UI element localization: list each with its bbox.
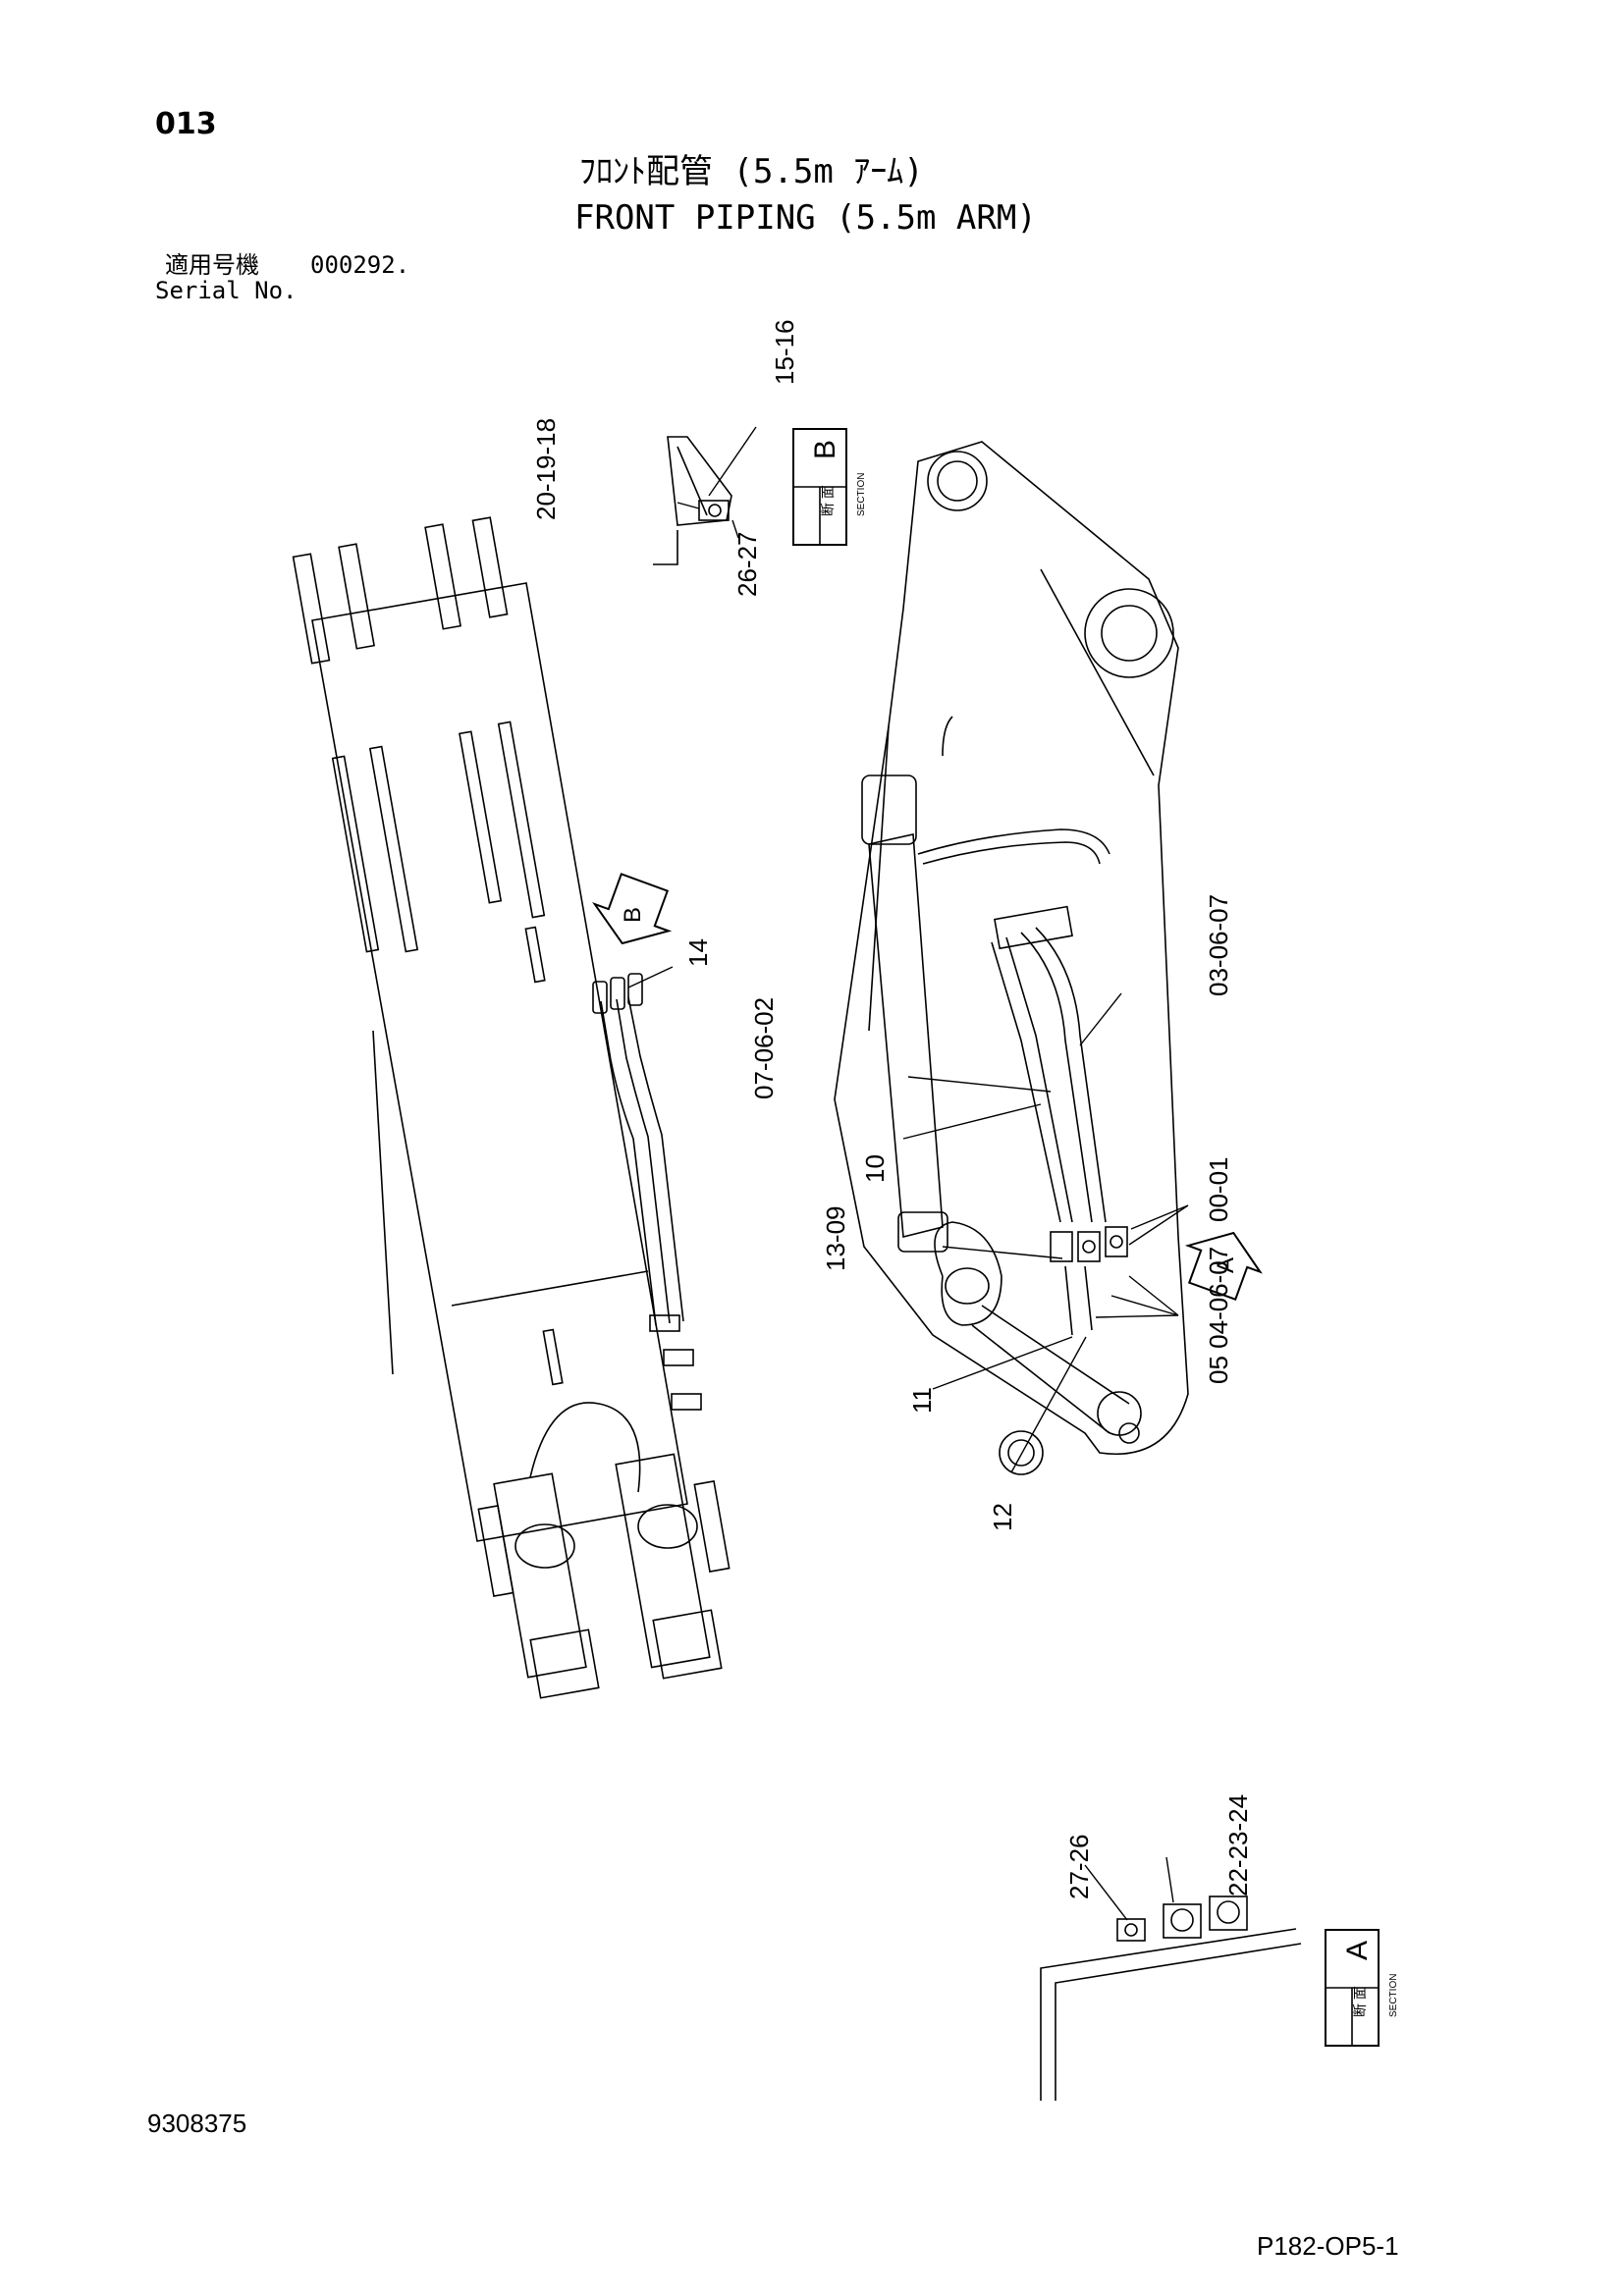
callout-22-23-24: 22-23-24 [1223, 1794, 1253, 1896]
callout-00-01: 00-01 [1204, 1157, 1233, 1223]
callout-13-09: 13-09 [821, 1206, 850, 1272]
serial-label-english: Serial No. [155, 277, 298, 304]
arm-top-lugs [292, 516, 509, 665]
view-arrow-a-letter: A [1213, 1257, 1239, 1273]
title-english: FRONT PIPING (5.5m ARM) [574, 198, 1037, 238]
page-number: 013 [155, 107, 217, 141]
page-code: P182-OP5-1 [1257, 2231, 1399, 2261]
callout-26-27: 26-27 [732, 532, 762, 598]
section-a-en: SECTION [1388, 1974, 1399, 2017]
leader-lines [627, 426, 1189, 1921]
title-japanese: ﾌﾛﾝﾄ配管 (5.5m ｱｰﾑ) [579, 152, 924, 191]
callout-14: 14 [683, 938, 713, 967]
view-arrow-a [1184, 1231, 1263, 1302]
view-arrow-b [592, 873, 673, 945]
arm-hydraulic-lines [592, 973, 702, 1411]
callout-12: 12 [988, 1503, 1017, 1531]
serial-value: 000292. [310, 251, 410, 279]
callout-20-19-18: 20-19-18 [531, 418, 561, 520]
arm-structure [292, 516, 731, 1699]
callout-15-16: 15-16 [770, 320, 799, 386]
callout-11: 11 [907, 1387, 937, 1414]
section-b-detail [653, 436, 732, 565]
section-a-letter: A [1341, 1941, 1374, 1960]
arm-bucket-clevis [477, 1402, 731, 1699]
section-b-tag [792, 428, 847, 546]
boom-structure [834, 441, 1189, 1475]
document-number: 9308375 [147, 2109, 247, 2138]
callout-27-26: 27-26 [1064, 1835, 1094, 1900]
section-a-tag [1325, 1929, 1380, 2047]
arm-internal-ribs [331, 721, 564, 1386]
part-callouts: 15-16 20-19-18 26-27 14 03-06-07 07-06-0… [531, 320, 1253, 1900]
callout-05-04-06-07: 05 04-06-07 [1204, 1247, 1233, 1384]
section-b-letter: B [809, 440, 841, 459]
callout-10: 10 [860, 1154, 890, 1183]
view-arrow-b-letter: B [620, 907, 646, 923]
callout-03-06-07: 03-06-07 [1204, 894, 1233, 996]
section-a-jp: 断 面 [1352, 1986, 1368, 2017]
boom-hydraulic-lines [991, 905, 1128, 1336]
section-b-jp: 断 面 [820, 485, 836, 516]
serial-label-japanese: 適用号機 [165, 251, 259, 279]
section-b-en: SECTION [856, 473, 867, 516]
section-a-detail [1040, 1896, 1302, 2101]
callout-07-06-02: 07-06-02 [749, 997, 779, 1099]
